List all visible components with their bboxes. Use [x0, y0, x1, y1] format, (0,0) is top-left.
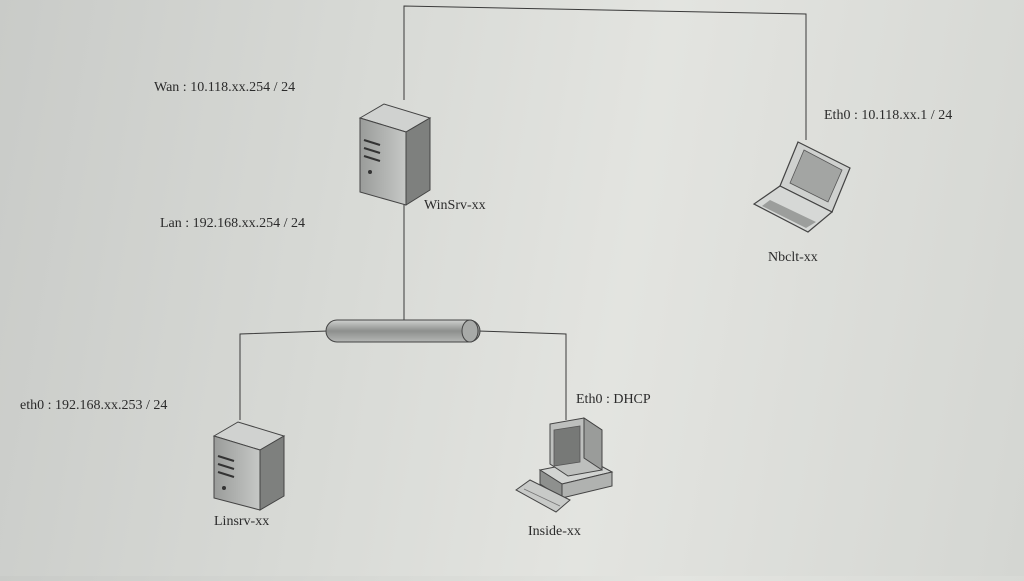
- linsrv-name-label: Linsrv-xx: [214, 514, 270, 529]
- server-icon-linsrv[interactable]: [212, 421, 286, 511]
- linsrv-iface-label: eth0 : 192.168.xx.253 / 24: [20, 398, 168, 413]
- inside-iface-label: Eth0 : DHCP: [576, 392, 651, 407]
- laptop-icon-nbclt[interactable]: [752, 141, 851, 233]
- desktop-icon-inside[interactable]: [515, 417, 614, 513]
- link-wan-nbclt: [403, 5, 807, 140]
- switch-icon[interactable]: [325, 319, 481, 343]
- server-icon-winsrv[interactable]: [358, 103, 432, 206]
- link-switch-inside: [477, 330, 567, 420]
- inside-name-label: Inside-xx: [528, 524, 581, 539]
- winsrv-lan-label: Lan : 192.168.xx.254 / 24: [160, 216, 306, 231]
- connections: [239, 5, 807, 420]
- link-switch-linsrv: [239, 330, 329, 420]
- nbclt-name-label: Nbclt-xx: [768, 250, 818, 265]
- winsrv-name-label: WinSrv-xx: [424, 198, 486, 213]
- nbclt-iface-label: Eth0 : 10.118.xx.1 / 24: [824, 108, 953, 123]
- winsrv-wan-label: Wan : 10.118.xx.254 / 24: [154, 80, 296, 95]
